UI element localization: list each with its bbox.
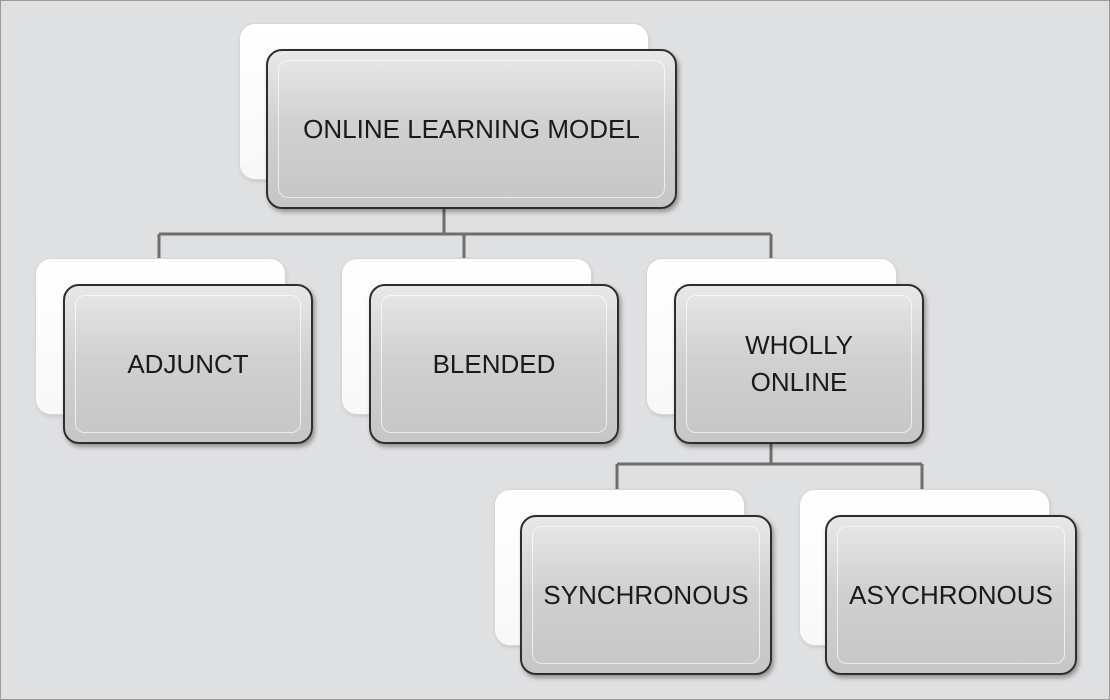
node-wholly-online: WHOLLY ONLINE <box>646 258 924 444</box>
node-card: SYNCHRONOUS <box>520 515 772 675</box>
node-synchronous: SYNCHRONOUS <box>494 489 772 675</box>
node-label-wholly-online-line1: WHOLLY <box>745 330 853 360</box>
node-adjunct: ADJUNCT <box>35 258 313 444</box>
node-card: WHOLLY ONLINE <box>674 284 924 444</box>
node-card: ASYCHRONOUS <box>825 515 1077 675</box>
node-label-synchronous: SYNCHRONOUS <box>543 579 749 610</box>
node-card: ONLINE LEARNING MODEL <box>266 49 677 209</box>
node-card: BLENDED <box>369 284 619 444</box>
node-asynchronous: ASYCHRONOUS <box>799 489 1077 675</box>
node-card: ADJUNCT <box>63 284 313 444</box>
node-label-adjunct: ADJUNCT <box>127 348 249 379</box>
node-label-wholly-online-line2: ONLINE <box>750 367 848 397</box>
node-label-wholly-online: WHOLLY ONLINE <box>745 327 853 401</box>
node-label-online-learning-model: ONLINE LEARNING MODEL <box>303 113 640 144</box>
node-label-asynchronous: ASYCHRONOUS <box>849 579 1053 610</box>
node-online-learning-model: ONLINE LEARNING MODEL <box>239 23 677 209</box>
node-label-blended: BLENDED <box>432 348 556 379</box>
node-blended: BLENDED <box>341 258 619 444</box>
